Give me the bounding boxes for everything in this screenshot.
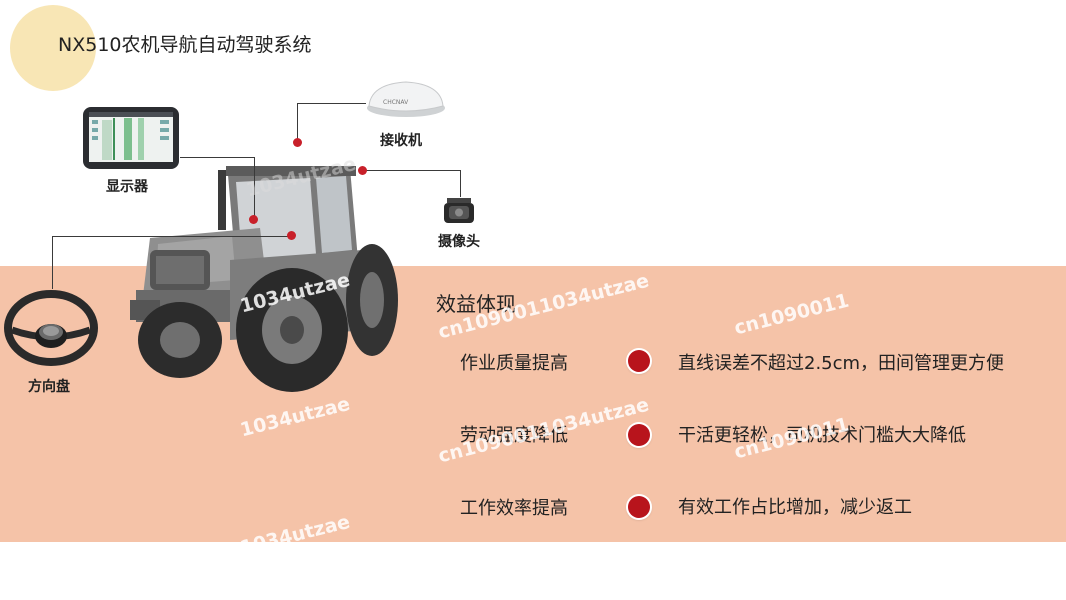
steering-wheel-label: 方向盘 bbox=[28, 379, 70, 395]
display-device bbox=[82, 106, 180, 170]
steering-callout-dot bbox=[287, 231, 296, 240]
benefit-row: 作业质量提高 直线误差不超过2.5cm，田间管理更方便 bbox=[0, 342, 1066, 382]
benefit-row: 工作效率提高 有效工作占比增加，减少返工 bbox=[0, 486, 1066, 526]
camera-callout-line bbox=[364, 170, 461, 197]
tractor-illustration bbox=[110, 150, 410, 395]
receiver-device: CHCNAV bbox=[365, 78, 447, 118]
steering-callout-line bbox=[52, 236, 293, 289]
camera-device bbox=[441, 196, 477, 226]
benefit-desc: 有效工作占比增加，减少返工 bbox=[678, 497, 912, 518]
receiver-brand: CHCNAV bbox=[383, 99, 409, 106]
benefit-desc: 直线误差不超过2.5cm，田间管理更方便 bbox=[678, 353, 1005, 374]
bullet-icon bbox=[628, 424, 650, 446]
display-callout-line bbox=[180, 157, 255, 218]
camera-label: 摄像头 bbox=[438, 234, 480, 250]
page-title: NX510农机导航自动驾驶系统 bbox=[58, 34, 312, 56]
benefit-row: 劳动强度降低 干活更轻松，司机技术门槛大大降低 bbox=[0, 414, 1066, 454]
receiver-label: 接收机 bbox=[380, 133, 422, 149]
bullet-icon bbox=[628, 350, 650, 372]
decorative-circle bbox=[10, 5, 96, 91]
receiver-callout-dot bbox=[293, 138, 302, 147]
camera-callout-dot bbox=[358, 166, 367, 175]
benefit-desc: 干活更轻松，司机技术门槛大大降低 bbox=[678, 425, 966, 446]
benefit-name: 劳动强度降低 bbox=[460, 425, 568, 446]
benefits-title: 效益体现 bbox=[436, 292, 516, 316]
bullet-icon bbox=[628, 496, 650, 518]
display-label: 显示器 bbox=[106, 179, 148, 195]
receiver-callout-line bbox=[297, 103, 366, 139]
display-callout-dot bbox=[249, 215, 258, 224]
steering-wheel-device bbox=[4, 286, 98, 372]
benefit-name: 工作效率提高 bbox=[460, 498, 568, 519]
benefit-name: 作业质量提高 bbox=[460, 353, 568, 374]
